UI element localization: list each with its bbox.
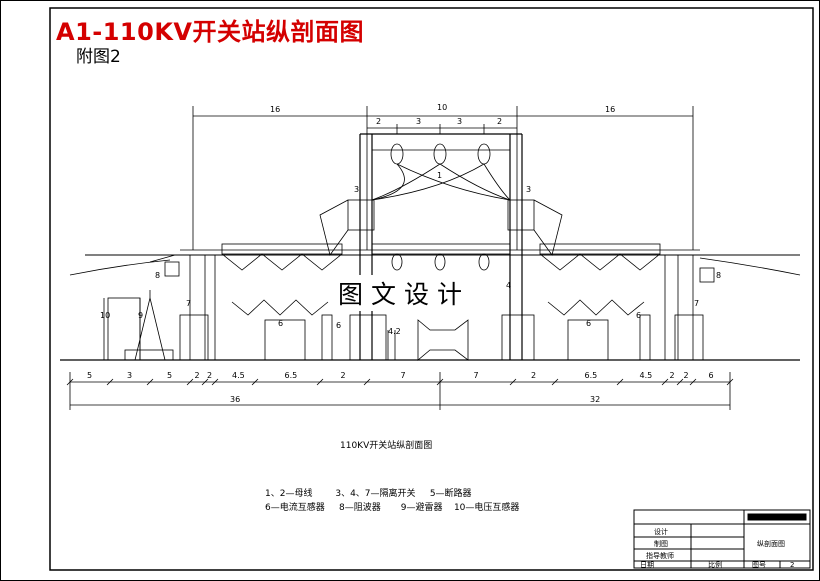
bottom-dimension-label: 3 [127,371,132,380]
bottom-dimension-label: 6.5 [285,371,298,380]
label-iso6-right: 6 [586,319,591,328]
dimension-tick [211,378,219,386]
dimension-tick [316,378,324,386]
dim-height-breaker: 4.2 [388,327,401,336]
dim-total-left: 36 [230,395,240,404]
bottom-dimension-label: 2 [207,371,212,380]
diagram-caption: 110KV开关站纵剖面图 [340,441,433,451]
dim-height-vt: 10 [100,311,110,320]
dimension-tick [66,378,74,386]
bottom-dimension-label: 6.5 [585,371,598,380]
page-subtitle: 附图2 [76,47,121,67]
dim-top-right: 16 [605,105,615,114]
dim-bay-3: 3 [457,117,462,126]
watermark-text: 图文设计 [334,275,475,311]
title-block-text: 设计 制图 指导教师 纵剖面图 日期 比例 图号 2 [640,527,794,569]
tb-drawing-name: 纵剖面图 [757,539,785,548]
label-busbar: 1 [437,171,442,180]
bottom-dimension-ticks [66,378,734,386]
page-title: A1-110KV开关站纵剖面图 [56,18,365,46]
bottom-dimension-label: 2 [195,371,200,380]
bottom-dimension-label: 2 [670,371,675,380]
label-switch-right: 3 [526,185,531,194]
tb-drawing-no: 图号 [752,561,766,569]
bottom-dimension-label: 4.5 [640,371,653,380]
dim-total-right: 32 [590,395,600,404]
dimension-tick [363,378,371,386]
dimension-tick [689,378,697,386]
tb-scale: 比例 [708,560,722,569]
dim-top-left: 16 [270,105,280,114]
legend-line-2: 6—电流互感器 8—阻波器 9—避雷器 10—电压互感器 [265,503,520,513]
tb-guide: 指导教师 [646,551,674,560]
dimension-tick [146,378,154,386]
label-iso6-left: 6 [278,319,283,328]
tb-drawing-no-value: 2 [790,561,794,569]
label-ct-left: 6 [336,321,341,330]
bottom-dimension-label: 7 [401,371,406,380]
dimension-tick [661,378,669,386]
dimension-labels: 16 10 16 2 3 3 2 36 32 10 4.2 [100,103,615,404]
title-block [633,509,811,569]
label-arrester: 9 [138,311,143,320]
dimension-tick [201,378,209,386]
bottom-dimension-label: 5 [87,371,92,380]
label-iso7-left: 7 [186,299,191,308]
tb-draw: 制图 [654,539,668,548]
dim-bay-1: 2 [376,117,381,126]
dim-top-center: 10 [437,103,447,112]
legend-line-1: 1、2—母线 3、4、7—隔离开关 5—断路器 [265,489,472,499]
dimension-tick [436,378,444,386]
dimension-tick [106,378,114,386]
label-switch-left: 3 [354,185,359,194]
label-ct-right: 6 [636,311,641,320]
dimension-tick [186,378,194,386]
elevation-drawing [60,106,801,410]
bottom-dimension-label: 2 [684,371,689,380]
label-trap-right: 8 [716,271,721,280]
dimension-tick [616,378,624,386]
label-breaker: 4 [506,281,511,290]
bottom-dimension-label: 6 [709,371,714,380]
bottom-dimension-label: 7 [474,371,479,380]
dimension-tick [676,378,684,386]
dim-bay-4: 2 [497,117,502,126]
bottom-dimension-label: 5 [167,371,172,380]
bottom-dimension-label: 2 [341,371,346,380]
dimension-tick [551,378,559,386]
dimension-tick [726,378,734,386]
dimension-tick [251,378,259,386]
dim-bay-2: 3 [416,117,421,126]
label-trap-left: 8 [155,271,160,280]
tb-date: 日期 [640,561,654,569]
dimension-tick [509,378,517,386]
bottom-dimension-label: 4.5 [232,371,245,380]
tb-design: 设计 [654,527,668,536]
equipment-labels: 1 3 3 4 6 6 8 8 9 7 7 6 6 [138,171,721,330]
inner-border [49,7,814,571]
bottom-dimension-label: 2 [531,371,536,380]
label-iso7-right: 7 [694,299,699,308]
